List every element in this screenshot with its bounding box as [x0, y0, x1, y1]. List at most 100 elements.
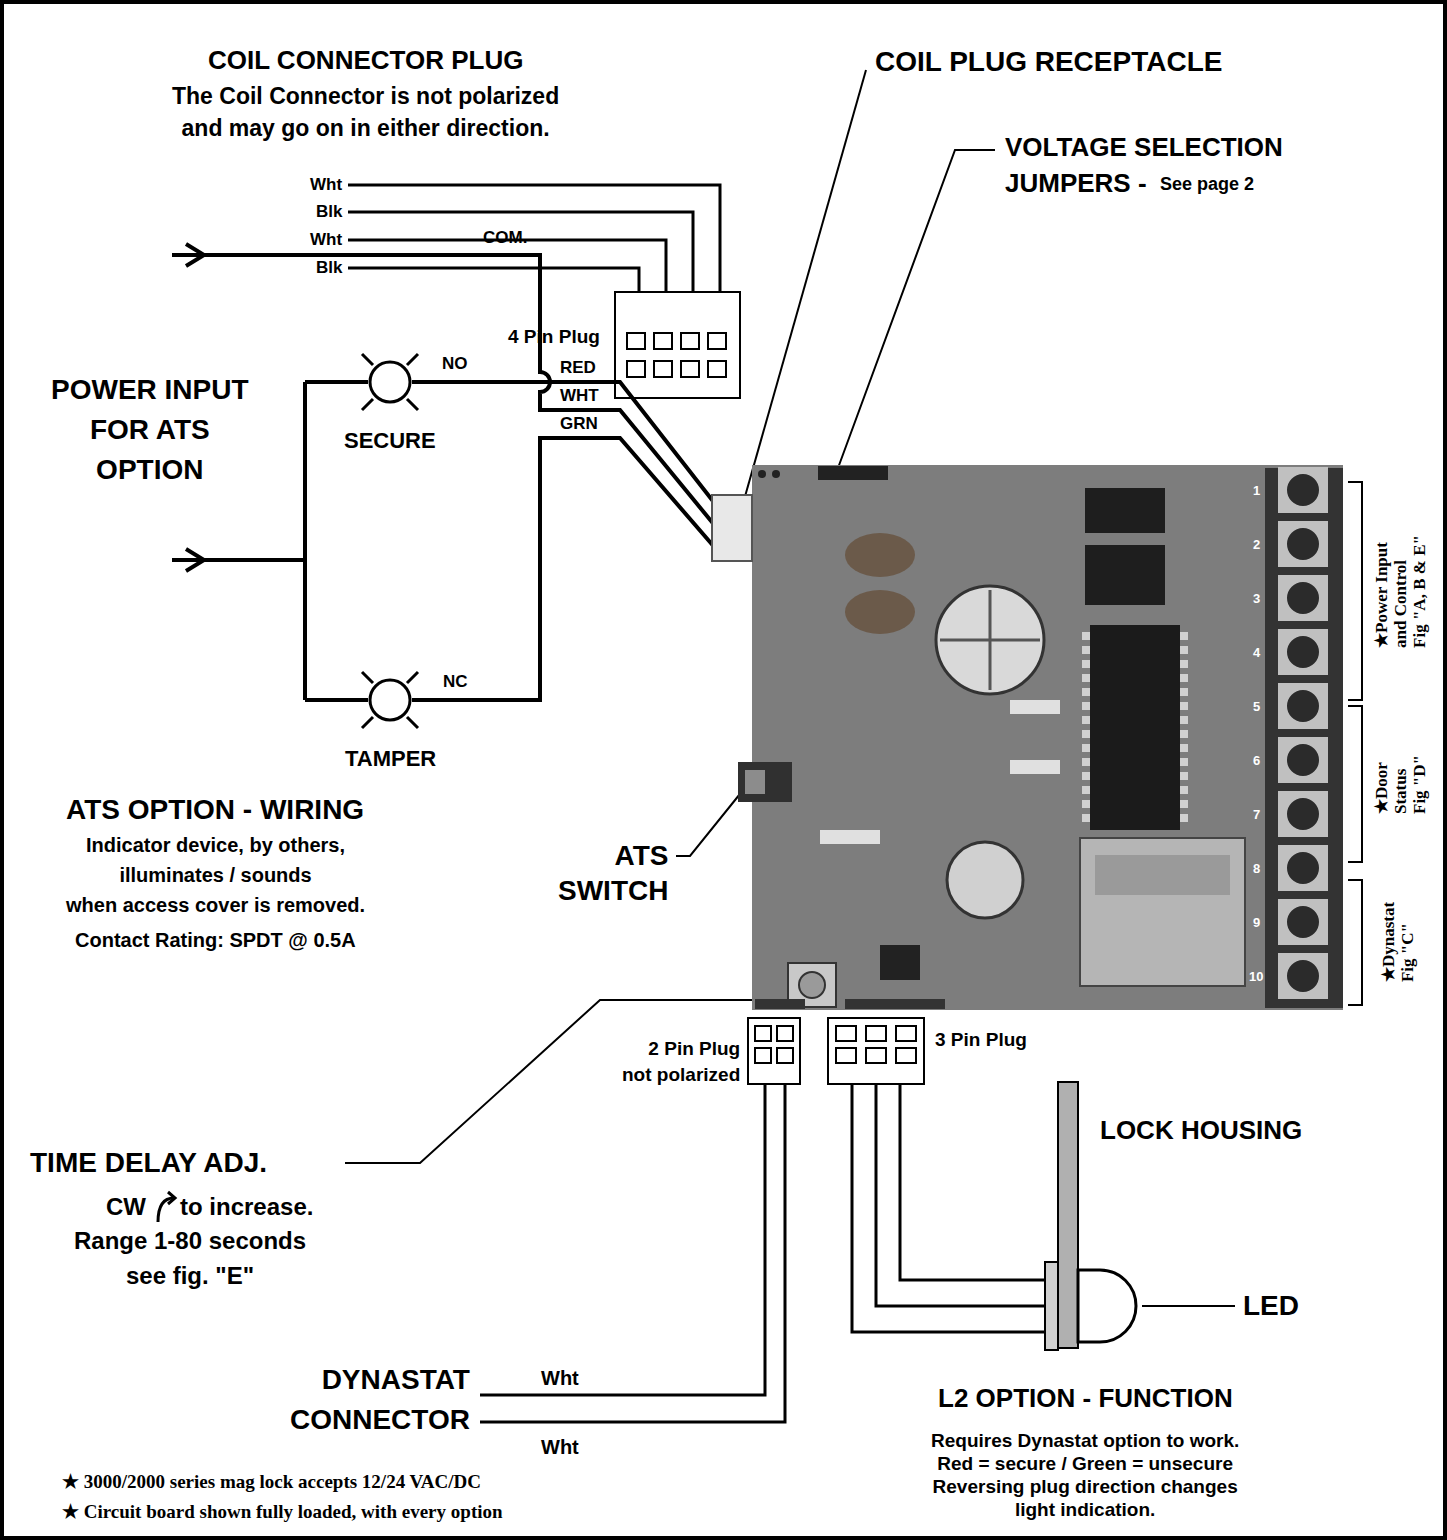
ats-wire [186, 549, 204, 571]
circuit-board-photo [1287, 490, 1319, 980]
plug-wire [480, 1084, 785, 1422]
circuit-board-photo [712, 495, 752, 561]
coil-plug-symbol [627, 333, 645, 349]
wire-color: WHT [560, 386, 599, 406]
ats-wire [172, 558, 305, 562]
plug-wire [852, 1084, 1045, 1332]
plug-symbol [836, 1026, 856, 1041]
circuit-board-photo [755, 999, 805, 1009]
plug-symbol [777, 1026, 793, 1041]
part-name: LOCK HOUSING [1100, 1115, 1302, 1145]
section-heading: L2 OPTION - FUNCTION [938, 1383, 1233, 1413]
ats-wire [305, 698, 368, 702]
terminal-bracket [1348, 880, 1362, 1005]
coil-plug-symbol [615, 292, 740, 398]
wire-color: Wht [310, 230, 342, 250]
circuit-board-photo [1080, 838, 1245, 986]
terminal-group-label: ★Door Status Fig "D" [1372, 755, 1429, 814]
circuit-board-photo [1010, 760, 1060, 774]
circuit-board-photo [940, 590, 1040, 690]
plug-symbol [828, 1018, 924, 1084]
ats-wire [172, 244, 716, 700]
plug-label: 3 Pin Plug [935, 1029, 1027, 1051]
plug-wire [876, 1084, 1045, 1306]
terminal-number: 8 [1253, 861, 1260, 876]
plug-symbol [777, 1048, 793, 1063]
page-reference: See page 2 [1160, 174, 1254, 195]
plug-symbol [896, 1026, 916, 1041]
circuit-board-photo [738, 762, 792, 802]
terminal-bracket [1348, 482, 1362, 1005]
section-heading: COIL CONNECTOR PLUG [208, 45, 523, 75]
circuit-board-photo [1180, 632, 1188, 826]
wire-color: GRN [560, 414, 598, 434]
coil-plug-symbol [654, 333, 672, 349]
ats-wire [305, 380, 368, 384]
terminal-number: 5 [1253, 699, 1260, 714]
terminal-number: 2 [1253, 537, 1260, 552]
plug-symbol [896, 1048, 916, 1063]
circuit-board-photo [818, 466, 888, 480]
circuit-board-photo [772, 470, 780, 478]
circuit-board-photo [936, 586, 1044, 694]
plug-symbol [866, 1026, 886, 1041]
note-text: Requires Dynastat option to work. Red = … [931, 1429, 1239, 1521]
circuit-board-photo [820, 830, 880, 844]
indicator-lamp-symbol [370, 680, 410, 720]
contact-name: NO [442, 354, 468, 374]
coil-wire [348, 268, 639, 292]
coil-plug-symbol [654, 361, 672, 377]
leader-line [345, 1000, 788, 1163]
plug-wire [480, 1084, 1045, 1422]
terminal-number: 4 [1253, 645, 1260, 660]
wire-color: Blk [316, 202, 342, 222]
part-name: ATS SWITCH [558, 838, 668, 908]
contact-name: NC [443, 672, 468, 692]
direction-note: to increase. [180, 1193, 313, 1221]
terminal-number: 7 [1253, 807, 1260, 822]
terminal-group-label: ★Dynastat Fig "C" [1379, 902, 1417, 982]
circuit-board-photo [1085, 488, 1165, 533]
indicator-name: SECURE [344, 428, 436, 453]
circuit-board-photo [712, 465, 1343, 1010]
indicator-name: TAMPER [345, 746, 436, 771]
part-name: COIL PLUG RECEPTACLE [875, 46, 1222, 78]
led-symbol [1058, 1082, 1078, 1348]
circuit-board-photo [1278, 467, 1328, 1007]
wire-color: Blk [316, 258, 342, 278]
circuit-board-photo [1095, 855, 1230, 895]
plug-label: 2 Pin Plug not polarized [622, 1036, 740, 1088]
circuit-board-photo [745, 770, 765, 794]
leader-line [676, 784, 748, 856]
indicator-lamp-symbol [362, 672, 418, 728]
footnote: ★ 3000/2000 series mag lock accepts 12/2… [62, 1471, 481, 1493]
coil-wire [348, 185, 720, 292]
footnote: ★ Circuit board shown fully loaded, with… [62, 1501, 503, 1523]
ats-wire [412, 438, 716, 700]
coil-wire [348, 212, 693, 292]
plug-symbol [755, 1026, 771, 1041]
circuit-board-photo [799, 972, 825, 998]
circuit-board-photo [1090, 625, 1180, 830]
plug-wire [480, 1084, 765, 1395]
led-symbol [1078, 1270, 1136, 1342]
section-heading: ATS OPTION - WIRING [66, 794, 364, 826]
coil-plug-symbol [627, 361, 645, 377]
wire-color: RED [560, 358, 596, 378]
plug-wire [900, 1084, 1045, 1280]
indicator-lamp-symbol [362, 354, 418, 728]
indicator-lamp-symbol [370, 362, 410, 402]
circuit-board-photo [845, 999, 945, 1009]
plug-symbol [748, 1018, 924, 1084]
plug-symbol [836, 1048, 856, 1063]
coil-wire [348, 240, 666, 292]
leader-line [744, 70, 866, 500]
note-text: Indicator device, by others, illuminates… [66, 830, 365, 920]
rating-note: Contact Rating: SPDT @ 0.5A [75, 929, 356, 952]
ats-wire [172, 255, 716, 527]
plug-symbol [755, 1048, 771, 1063]
circuit-board-photo [758, 470, 766, 478]
rotation-arrow [168, 1192, 175, 1204]
